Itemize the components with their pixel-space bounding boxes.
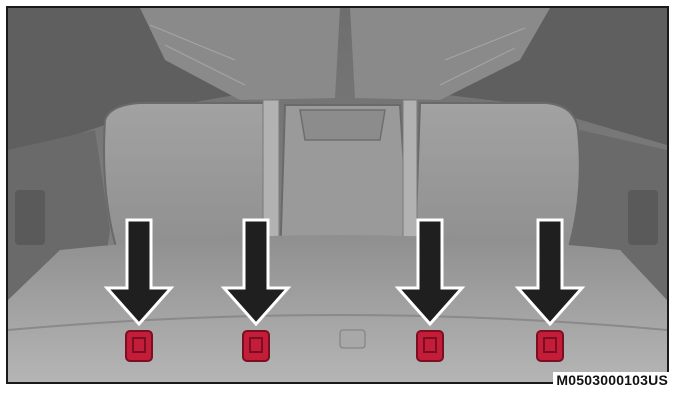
left-pocket xyxy=(15,190,45,245)
figure-code: M0503000103US xyxy=(553,372,671,388)
right-pocket xyxy=(628,190,658,245)
lower-anchor-1 xyxy=(126,331,152,361)
lower-anchor-4 xyxy=(537,331,563,361)
center-buckle xyxy=(340,330,365,348)
lower-anchor-2 xyxy=(243,331,269,361)
center-armrest-outline xyxy=(300,110,385,140)
lower-anchor-3 xyxy=(417,331,443,361)
seat-cushion xyxy=(8,235,667,382)
